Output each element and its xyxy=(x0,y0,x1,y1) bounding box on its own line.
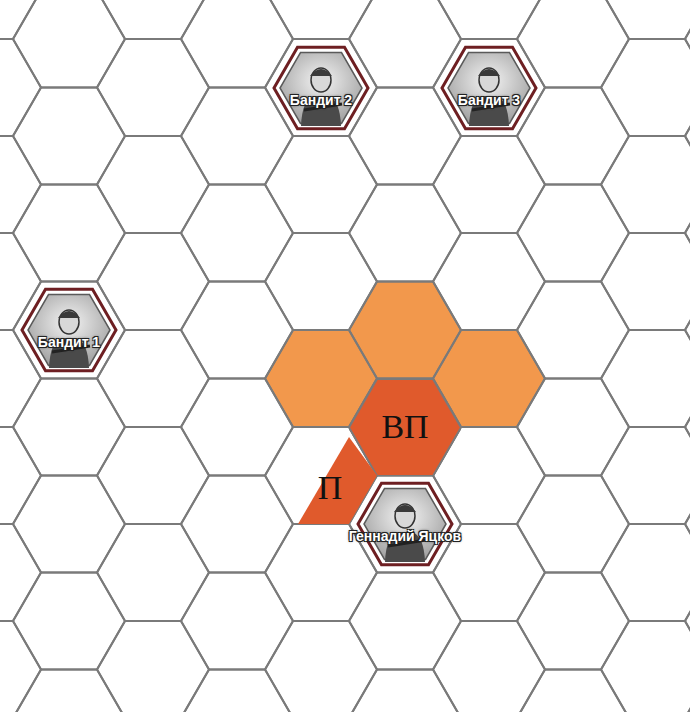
token-icon xyxy=(266,38,376,138)
figure-cap xyxy=(310,69,332,76)
token-icon xyxy=(350,474,460,574)
grid-hex xyxy=(685,670,690,712)
grid-hex xyxy=(517,282,629,379)
grid-hex xyxy=(97,330,209,427)
grid-hex xyxy=(601,136,690,233)
grid-hex xyxy=(181,379,293,476)
grid-hex xyxy=(601,524,690,621)
grid-hex xyxy=(601,233,690,330)
grid-hex xyxy=(349,185,461,282)
grid-hex xyxy=(517,476,629,573)
grid-hex xyxy=(685,476,690,573)
grid-hex xyxy=(433,233,545,330)
figure-cap xyxy=(478,69,500,76)
token-border xyxy=(442,47,536,128)
grid-hex xyxy=(517,185,629,282)
grid-hex xyxy=(349,88,461,185)
grid-hex xyxy=(517,379,629,476)
grid-hex xyxy=(181,573,293,670)
grid-hex xyxy=(433,39,545,136)
grid-hex xyxy=(13,88,125,185)
grid-hex xyxy=(13,379,125,476)
grid-hex xyxy=(265,136,377,233)
unit-token: Бандит 1 xyxy=(0,280,144,350)
figure-head xyxy=(479,68,499,92)
figure-head xyxy=(395,504,415,528)
unit-token: Бандит 2 xyxy=(246,38,396,108)
figure-cap xyxy=(394,505,416,512)
grid-hex xyxy=(97,39,209,136)
grid-hex xyxy=(601,0,690,39)
grid-hex xyxy=(13,282,125,379)
grid-hex xyxy=(13,573,125,670)
figure-head xyxy=(59,310,79,334)
grid-hex xyxy=(433,136,545,233)
grid-hex xyxy=(265,233,377,330)
grid-hex xyxy=(349,282,461,379)
grid-hex xyxy=(181,282,293,379)
grid-hex xyxy=(13,185,125,282)
token-icon xyxy=(14,280,124,380)
grid-hex xyxy=(13,0,125,88)
grid-hex xyxy=(685,185,690,282)
zone-code: П xyxy=(318,471,343,505)
grid-hex xyxy=(685,379,690,476)
grid-hex xyxy=(97,427,209,524)
grid-hex xyxy=(181,88,293,185)
grid-hex xyxy=(265,39,377,136)
grid-hex xyxy=(181,185,293,282)
grid-hex xyxy=(181,0,293,88)
figure-cap xyxy=(58,311,80,318)
token-border xyxy=(22,289,116,370)
token-icon xyxy=(434,38,544,138)
grid-hex xyxy=(0,0,41,39)
zone-hex: П xyxy=(265,427,377,524)
grid-hex xyxy=(601,330,690,427)
grid-hex xyxy=(517,573,629,670)
token-border xyxy=(274,47,368,128)
grid-hex xyxy=(601,621,690,712)
unit-name: Геннадий Яцков xyxy=(330,528,480,544)
grid-hex xyxy=(97,524,209,621)
grid-hex xyxy=(517,0,629,88)
unit-token: Геннадий Яцков xyxy=(330,474,480,544)
grid-hex xyxy=(685,0,690,88)
token-border xyxy=(358,483,452,564)
grid-hex xyxy=(685,573,690,670)
unit-name: Бандит 1 xyxy=(0,334,144,350)
grid-hex xyxy=(601,427,690,524)
zone-code: ВП xyxy=(381,410,428,444)
grid-hex xyxy=(349,573,461,670)
grid-hex xyxy=(601,39,690,136)
grid-hex xyxy=(97,136,209,233)
unit-token: Бандит 3 xyxy=(414,38,564,108)
grid-hex xyxy=(685,282,690,379)
grid-hex xyxy=(685,88,690,185)
grid-hex xyxy=(181,476,293,573)
figure-head xyxy=(311,68,331,92)
grid-hex xyxy=(349,0,461,88)
grid-hex xyxy=(517,88,629,185)
unit-name: Бандит 3 xyxy=(414,92,564,108)
grid-hex xyxy=(13,476,125,573)
unit-name: Бандит 2 xyxy=(246,92,396,108)
grid-hex xyxy=(97,233,209,330)
